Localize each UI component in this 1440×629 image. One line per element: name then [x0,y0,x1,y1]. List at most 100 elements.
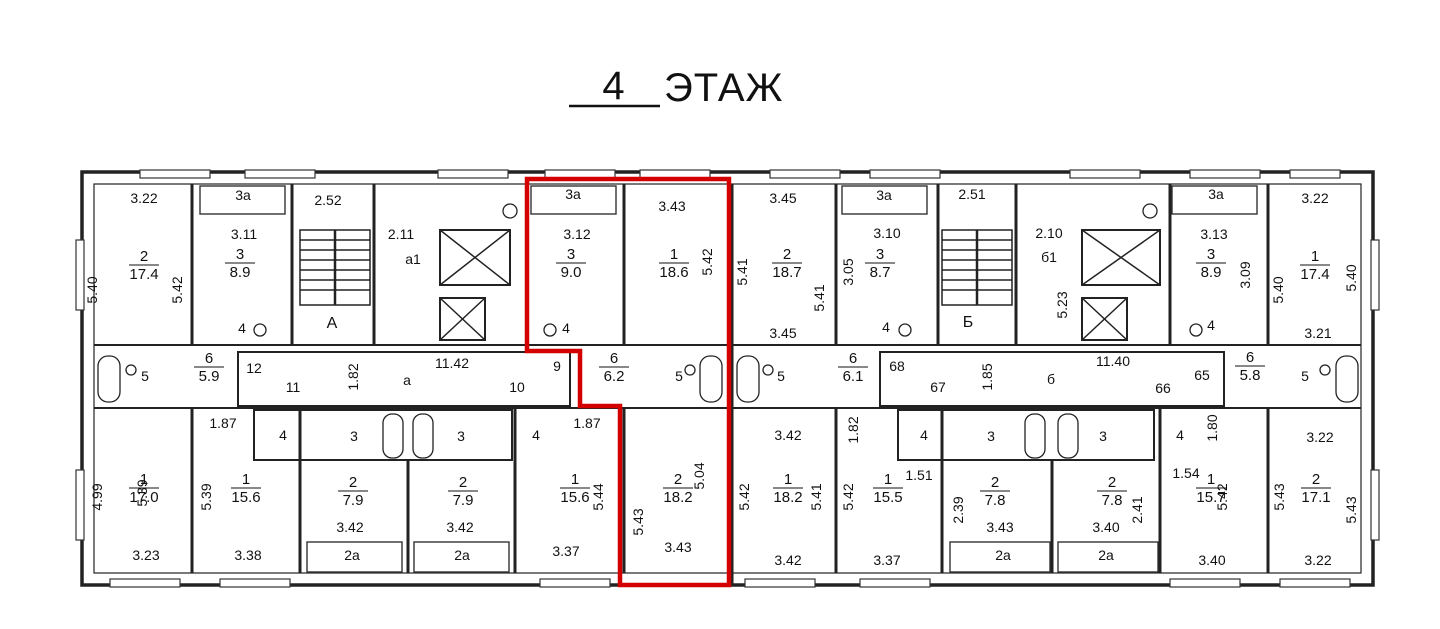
dimension-label: 5.42 [840,483,856,510]
dimension-label: 4 [562,320,570,336]
dimension-label: 5.40 [1270,276,1286,303]
room-area: 7.8 [1102,492,1123,509]
toilet [898,323,912,337]
room-fraction: 118.2 [773,471,803,506]
bathtub [1024,413,1046,459]
room-number: 1 [140,471,148,488]
window [539,578,611,588]
room-fraction: 27.8 [1097,474,1127,509]
dimension-label: 5.43 [1271,483,1287,510]
dimension-label: 4 [532,427,540,443]
room-area: 5.9 [199,368,220,385]
dimension-label: 1.82 [845,416,861,443]
dimension-label: 3.22 [1304,552,1331,568]
dimension-label: 3.42 [446,519,473,535]
room-fraction: 218.7 [772,246,802,281]
room-area: 7.9 [343,492,364,509]
dimension-label: 10 [509,379,525,395]
dimension-label: 1.85 [979,363,995,390]
dimension-label: 5 [675,368,683,384]
window [139,169,211,179]
room-area: 15.6 [560,489,589,506]
room-fraction: 27.8 [980,474,1010,509]
window [437,169,509,179]
dimension-label: 5.42 [699,248,715,275]
elevator [439,229,511,286]
room-area: 6.2 [604,368,625,385]
room-number: 2 [674,471,682,488]
room-area: 15.5 [873,489,902,506]
window [769,169,841,179]
room-area: 18.2 [663,489,692,506]
window [1289,169,1341,179]
room-fraction: 65.8 [1235,349,1265,384]
dimension-label: 3a [876,187,892,203]
room-fraction: 115.6 [560,471,590,506]
room-fraction: 218.2 [663,471,693,506]
dimension-label: 5.41 [734,258,750,285]
dimension-label: 3.43 [664,539,691,555]
dimension-label: 3.40 [1092,519,1119,535]
window [1370,469,1380,541]
window [744,578,816,588]
dimension-label: 3.40 [1198,552,1225,568]
bathtub [699,355,723,403]
toilet [253,323,267,337]
room-number: 3 [567,246,575,263]
dimension-label: 5.40 [1343,264,1359,291]
room-area: 8.9 [1201,264,1222,281]
room-number: 1 [884,471,892,488]
dimension-label: 5.42 [1214,483,1230,510]
room-fraction: 38.7 [865,246,895,281]
dimension-label: 5.41 [811,284,827,311]
toilet [502,203,518,219]
elevator-cross [1081,297,1128,341]
dimension-label: 3a [565,186,581,202]
dimension-label: 5.40 [84,276,100,303]
room-area: 17.1 [1301,489,1330,506]
dimension-label: 5.04 [691,462,707,489]
room-number: 1 [670,246,678,263]
dimension-label: 3.42 [774,552,801,568]
room-area: 18.2 [773,489,802,506]
elevator [1081,297,1128,341]
dimension-label: 3.37 [873,552,900,568]
dimension-label: 5.43 [630,508,646,535]
bathtub [1335,355,1359,403]
room-number: 2 [783,246,791,263]
dimension-label: 4 [920,427,928,443]
balcony [841,185,928,215]
balcony [1057,541,1159,573]
dimension-label: А [327,315,338,332]
room-fraction: 118.6 [659,246,689,281]
dimension-label: 4 [238,320,246,336]
room-fraction: 27.9 [338,474,368,509]
room-fraction: 38.9 [1196,246,1226,281]
dimension-label: 1.80 [1204,414,1220,441]
dimension-label: 5.42 [736,483,752,510]
floor-label: ЭТАЖ [664,66,783,110]
dimension-label: 5.41 [808,483,824,510]
window [859,578,931,588]
room-number: 2 [1312,471,1320,488]
room-fraction: 66.1 [838,350,868,385]
room-number: 6 [849,350,857,367]
room-number: 3 [1207,246,1215,263]
room-number: 6 [205,350,213,367]
elevator [1081,229,1161,286]
balcony [530,185,617,215]
room-fraction: 115.5 [873,471,903,506]
dimension-label: 3.11 [231,226,257,242]
balcony [413,541,510,573]
corridor [237,351,571,407]
window [869,169,941,179]
dimension-label: Б [963,314,974,331]
dimension-label: 4 [1207,317,1215,333]
toilet [1142,203,1158,219]
window [244,169,316,179]
dimension-label: 2a [995,547,1011,563]
room-fraction: 65.9 [194,350,224,385]
window [75,239,85,311]
dimension-label: 5.42 [169,276,185,303]
